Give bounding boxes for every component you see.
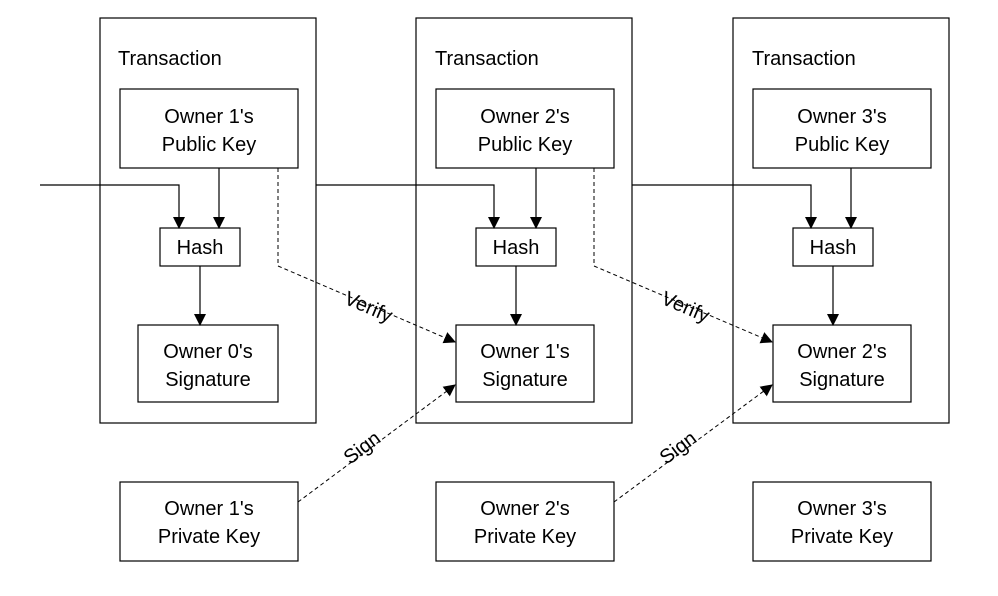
sign-label-2: Sign (656, 427, 701, 469)
private-key-1-line1: Owner 1's (164, 498, 253, 520)
verify-arrow-1 (277, 168, 456, 344)
transaction-1-hash-box: Hash (159, 227, 241, 267)
transaction-3-public-key-line1: Owner 3's (797, 106, 886, 128)
private-key-1-line2: Private Key (158, 526, 260, 548)
private-key-3-line2: Private Key (791, 526, 893, 548)
transaction-2-hash-label: Hash (493, 237, 540, 259)
transaction-1-public-key-box: Owner 1's Public Key (119, 88, 299, 169)
private-key-2-box: Owner 2's Private Key (435, 481, 615, 562)
transaction-3-hash-box: Hash (792, 227, 874, 267)
transaction-2-signature-box: Owner 1's Signature (455, 324, 595, 403)
transaction-2-public-key-line2: Public Key (478, 134, 573, 156)
transaction-3-title: Transaction (752, 48, 856, 70)
private-key-3-line1: Owner 3's (797, 498, 886, 520)
transaction-3-signature-box: Owner 2's Signature (772, 324, 912, 403)
transaction-1-title: Transaction (118, 48, 222, 70)
transaction-2-hash-box: Hash (475, 227, 557, 267)
incoming-to-hash1-arrow (40, 184, 185, 229)
private-key-2-line1: Owner 2's (480, 498, 569, 520)
private-key-3-box: Owner 3's Private Key (752, 481, 932, 562)
transaction2-to-hash3-arrow (632, 184, 817, 229)
transaction-1: Transaction Owner 1's Public Key Hash Ow… (99, 17, 317, 424)
transaction-1-hash-label: Hash (177, 237, 224, 259)
sign-arrow-2 (613, 384, 773, 503)
transaction-3-hash-label: Hash (810, 237, 857, 259)
transaction-2-signature-line2: Signature (482, 369, 568, 391)
transaction-3-signature-line2: Signature (799, 369, 885, 391)
transaction-3-signature-line1: Owner 2's (797, 341, 886, 363)
verify-arrow-2 (593, 168, 773, 344)
sign-arrow-1 (297, 384, 456, 503)
transaction-1-public-key-line1: Owner 1's (164, 106, 253, 128)
transaction-1-signature-line2: Signature (165, 369, 251, 391)
sign-label-1: Sign (340, 427, 385, 469)
transaction-2-signature-line1: Owner 1's (480, 341, 569, 363)
transaction-3: Transaction Owner 3's Public Key Hash Ow… (732, 17, 950, 424)
transaction-1-public-key-line2: Public Key (162, 134, 257, 156)
transaction-1-signature-line1: Owner 0's (163, 341, 252, 363)
transaction-1-signature-box: Owner 0's Signature (137, 324, 279, 403)
transaction-2-title: Transaction (435, 48, 539, 70)
transaction-2-public-key-line1: Owner 2's (480, 106, 569, 128)
transaction1-to-hash2-arrow (316, 184, 500, 229)
verify-label-2: Verify (658, 288, 713, 328)
transaction-2-public-key-box: Owner 2's Public Key (435, 88, 615, 169)
transaction-3-public-key-line2: Public Key (795, 134, 890, 156)
transaction-3-public-key-box: Owner 3's Public Key (752, 88, 932, 169)
transaction-2: Transaction Owner 2's Public Key Hash Ow… (415, 17, 633, 424)
private-key-1-box: Owner 1's Private Key (119, 481, 299, 562)
verify-label-1: Verify (341, 288, 396, 328)
private-key-2-line2: Private Key (474, 526, 576, 548)
